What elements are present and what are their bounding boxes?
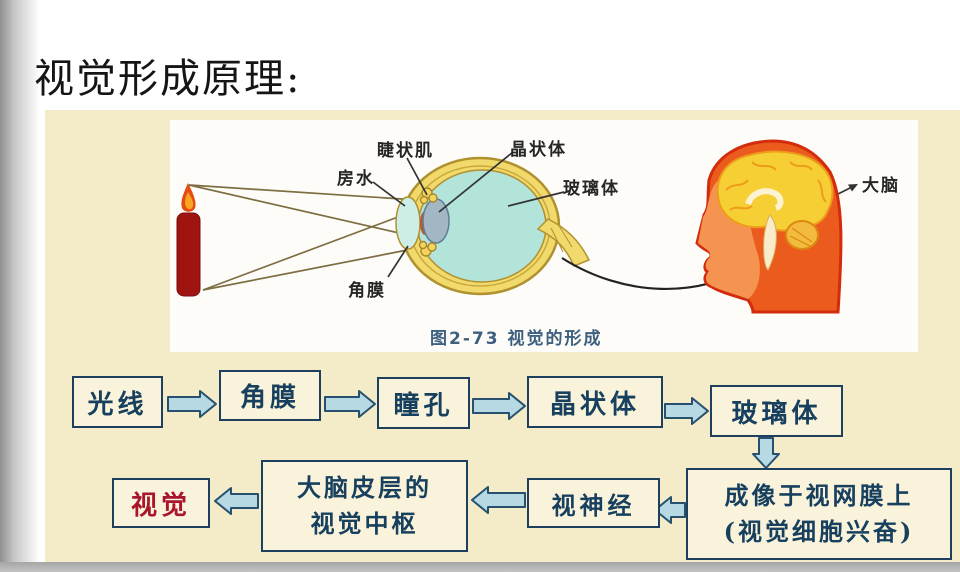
flow-box-vision: 视觉 bbox=[112, 478, 210, 528]
flow-box-retina: 成像于视网膜上 (视觉细胞兴奋) bbox=[686, 468, 952, 560]
flow-box-lens: 晶状体 bbox=[527, 376, 663, 428]
flow-arrows bbox=[167, 390, 780, 524]
label-aqueous-humor: 房水 bbox=[337, 169, 375, 189]
flow-box-cortex-line2: 视觉中枢 bbox=[310, 509, 419, 538]
slide-title: 视觉形成原理: bbox=[34, 56, 302, 102]
flow-box-pupil: 瞳孔 bbox=[377, 377, 470, 429]
flow-box-retina-line1: 成像于视网膜上 bbox=[724, 481, 914, 510]
flow-box-cortex: 大脑皮层的 视觉中枢 bbox=[261, 460, 468, 552]
arrow-pupil-to-lens bbox=[472, 392, 526, 420]
flow-box-vision-text: 视觉 bbox=[130, 490, 191, 521]
arrow-cornea-to-pupil bbox=[324, 390, 376, 418]
arrow-retina-to-opticnerve bbox=[654, 496, 686, 524]
label-vitreous-body: 玻璃体 bbox=[563, 179, 620, 199]
flow-box-light: 光线 bbox=[72, 376, 163, 428]
label-brain: 大脑 bbox=[862, 176, 900, 196]
flow-box-cortex-line1: 大脑皮层的 bbox=[297, 473, 432, 502]
head-brain-illustration bbox=[695, 139, 843, 314]
arrow-lens-to-vitreous bbox=[664, 397, 709, 425]
brain-label-arrowhead bbox=[848, 184, 858, 192]
flow-box-vitreous: 玻璃体 bbox=[710, 385, 843, 437]
bottom-gray-bar bbox=[0, 562, 960, 572]
arrow-cortex-to-vision bbox=[214, 487, 259, 515]
arrow-light-to-cornea bbox=[167, 390, 217, 418]
flow-box-cornea: 角膜 bbox=[219, 370, 321, 421]
label-ciliary-muscle: 睫状肌 bbox=[377, 141, 434, 161]
label-cornea: 角膜 bbox=[348, 281, 386, 301]
eye-diagram bbox=[395, 156, 591, 296]
label-lens: 晶状体 bbox=[510, 140, 567, 160]
figure-caption: 图2-73 视觉的形成 bbox=[430, 329, 603, 349]
flow-box-retina-line2: (视觉细胞兴奋) bbox=[723, 517, 915, 546]
flow-box-optic-nerve: 视神经 bbox=[527, 478, 660, 528]
arrow-opticnerve-to-cortex bbox=[471, 486, 526, 514]
page-edge-shadow bbox=[0, 0, 40, 572]
arrow-vitreous-to-retina bbox=[752, 437, 780, 469]
candle-illustration bbox=[176, 183, 201, 297]
